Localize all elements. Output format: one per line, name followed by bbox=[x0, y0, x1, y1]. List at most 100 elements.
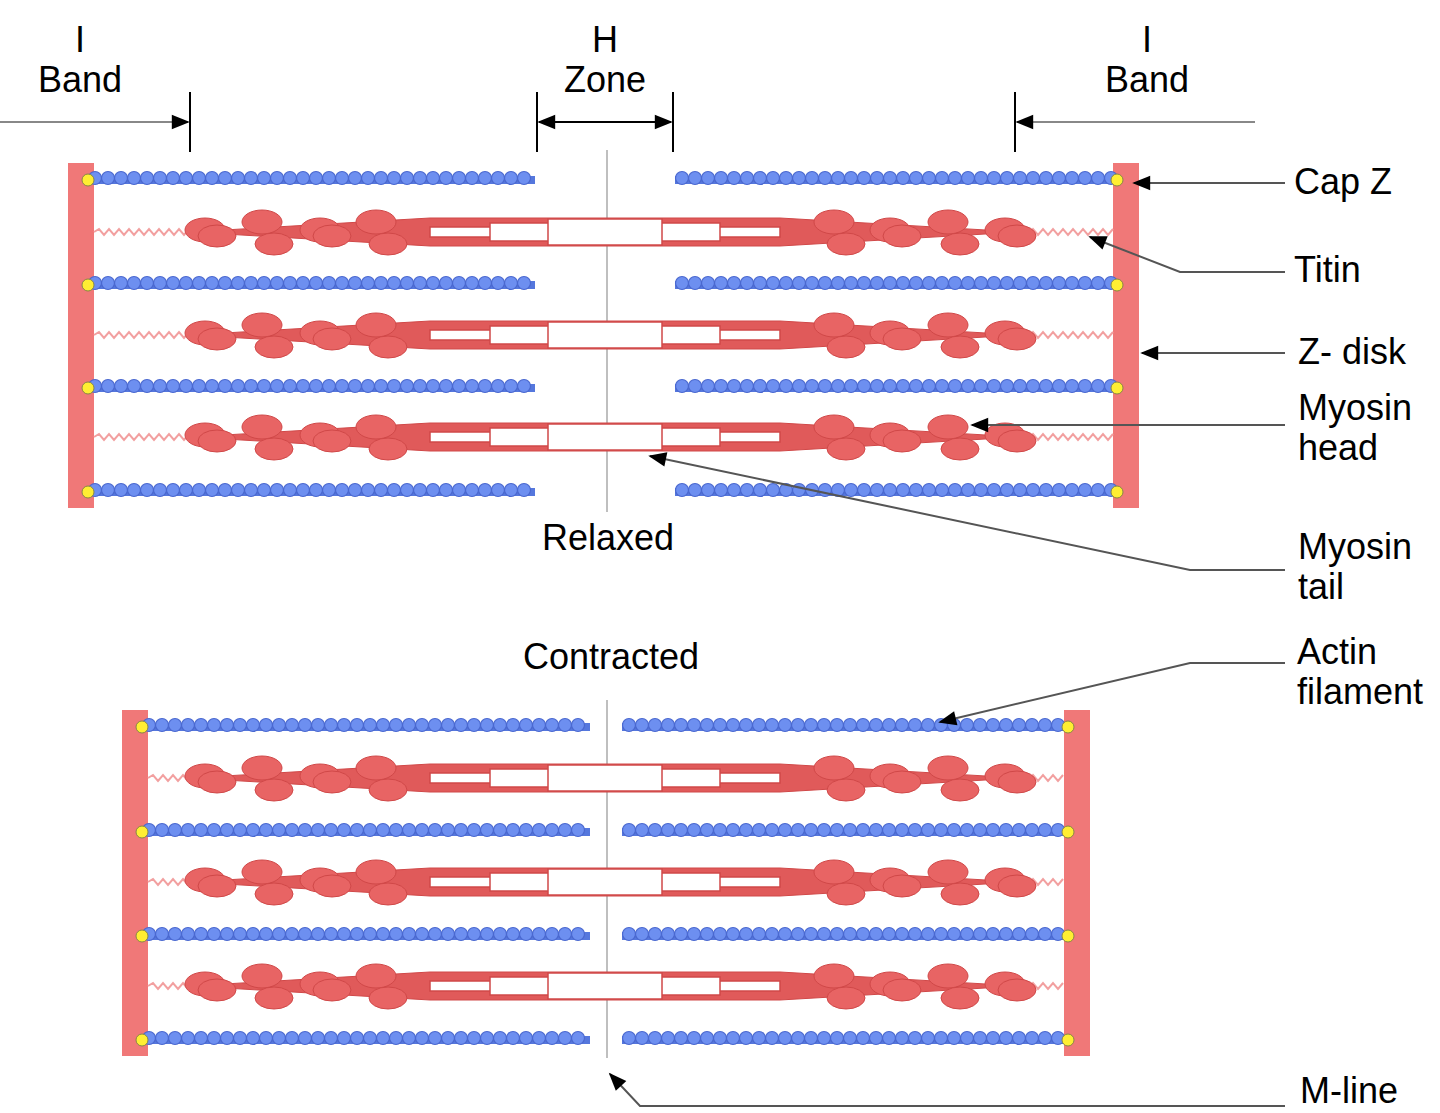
actin-bead bbox=[845, 484, 858, 497]
actin-bead bbox=[623, 1032, 636, 1045]
actin-bead bbox=[208, 824, 221, 837]
z-disk bbox=[68, 163, 94, 508]
actin-bead bbox=[896, 928, 909, 941]
actin-bead bbox=[715, 172, 728, 185]
actin-bead bbox=[662, 1032, 675, 1045]
part-label: Myosin head bbox=[1298, 388, 1412, 467]
actin-bead bbox=[453, 172, 466, 185]
actin-bead bbox=[180, 380, 193, 393]
actin-bead bbox=[779, 928, 792, 941]
actin-bead bbox=[923, 380, 936, 393]
actin-bead bbox=[676, 277, 689, 290]
actin-bead bbox=[948, 824, 961, 837]
actin-bead bbox=[375, 277, 388, 290]
actin-bead bbox=[819, 172, 832, 185]
actin-bead bbox=[636, 928, 649, 941]
leader-line bbox=[650, 456, 1285, 570]
actin-bead bbox=[857, 719, 870, 732]
actin-bead bbox=[844, 719, 857, 732]
actin-bead bbox=[234, 719, 247, 732]
filaments bbox=[68, 150, 1139, 1058]
actin-bead bbox=[636, 824, 649, 837]
actin-bead bbox=[193, 277, 206, 290]
actin-bead bbox=[923, 484, 936, 497]
actin-bead bbox=[754, 484, 767, 497]
myosin-head bbox=[356, 860, 396, 884]
actin-bead bbox=[375, 380, 388, 393]
actin-bead bbox=[492, 277, 505, 290]
myosin-head bbox=[356, 313, 396, 337]
actin-bead bbox=[688, 928, 701, 941]
actin-bead bbox=[336, 277, 349, 290]
actin-bead bbox=[701, 824, 714, 837]
actin-bead bbox=[258, 277, 271, 290]
myosin-body bbox=[190, 764, 1020, 792]
actin-bead bbox=[559, 824, 572, 837]
dimension-arrow bbox=[539, 121, 671, 123]
actin-bead bbox=[871, 277, 884, 290]
actin-bead bbox=[273, 824, 286, 837]
actin-bead bbox=[219, 484, 232, 497]
actin-bead bbox=[206, 484, 219, 497]
actin-bead bbox=[1014, 172, 1027, 185]
zone-label: H Zone bbox=[564, 20, 646, 99]
actin-bead bbox=[416, 719, 429, 732]
actin-bead bbox=[922, 719, 935, 732]
actin-bead bbox=[349, 484, 362, 497]
myosin-head bbox=[369, 438, 407, 460]
leader-line bbox=[1142, 352, 1285, 354]
actin-bead bbox=[949, 380, 962, 393]
state-label: Relaxed bbox=[542, 518, 674, 558]
actin-bead bbox=[949, 277, 962, 290]
actin-bead bbox=[1066, 380, 1079, 393]
actin-bead bbox=[336, 380, 349, 393]
actin-bead bbox=[351, 719, 364, 732]
actin-bead bbox=[323, 484, 336, 497]
actin-filament bbox=[88, 172, 535, 185]
actin-bead bbox=[910, 380, 923, 393]
actin-bead bbox=[675, 719, 688, 732]
actin-bead bbox=[167, 484, 180, 497]
myosin-head bbox=[814, 964, 854, 988]
actin-bead bbox=[740, 1032, 753, 1045]
myosin-head bbox=[369, 883, 407, 905]
leader-line bbox=[610, 1074, 1285, 1106]
actin-bead bbox=[141, 172, 154, 185]
actin-bead bbox=[988, 172, 1001, 185]
actin-bead bbox=[208, 1032, 221, 1045]
band-label: I Band bbox=[38, 20, 122, 99]
actin-bead bbox=[533, 824, 546, 837]
actin-bead bbox=[141, 380, 154, 393]
leader-line bbox=[940, 663, 1285, 722]
titin bbox=[148, 983, 188, 989]
actin-bead bbox=[727, 719, 740, 732]
dimension-tick bbox=[1014, 92, 1016, 152]
myosin-head bbox=[941, 336, 979, 358]
actin-bead bbox=[232, 172, 245, 185]
actin-bead bbox=[766, 928, 779, 941]
actin-bead bbox=[271, 277, 284, 290]
actin-bead bbox=[494, 928, 507, 941]
actin-bead bbox=[793, 380, 806, 393]
dimension-arrow bbox=[1017, 121, 1255, 123]
myosin-head bbox=[255, 336, 293, 358]
actin-bead bbox=[195, 824, 208, 837]
actin-bead bbox=[883, 1032, 896, 1045]
actin-bead bbox=[468, 824, 481, 837]
myosin-head bbox=[928, 756, 968, 780]
actin-bead bbox=[481, 719, 494, 732]
actin-bead bbox=[182, 824, 195, 837]
myosin-head bbox=[941, 438, 979, 460]
actin-bead bbox=[962, 484, 975, 497]
actin-bead bbox=[533, 928, 546, 941]
myosin-head bbox=[883, 430, 921, 452]
actin-bead bbox=[401, 380, 414, 393]
myosin-head bbox=[814, 415, 854, 439]
myosin-head bbox=[827, 336, 865, 358]
myosin-head bbox=[883, 875, 921, 897]
bare-zone bbox=[548, 973, 662, 999]
actin-bead bbox=[884, 277, 897, 290]
actin-bead bbox=[453, 277, 466, 290]
actin-bead bbox=[806, 172, 819, 185]
actin-bead bbox=[507, 719, 520, 732]
